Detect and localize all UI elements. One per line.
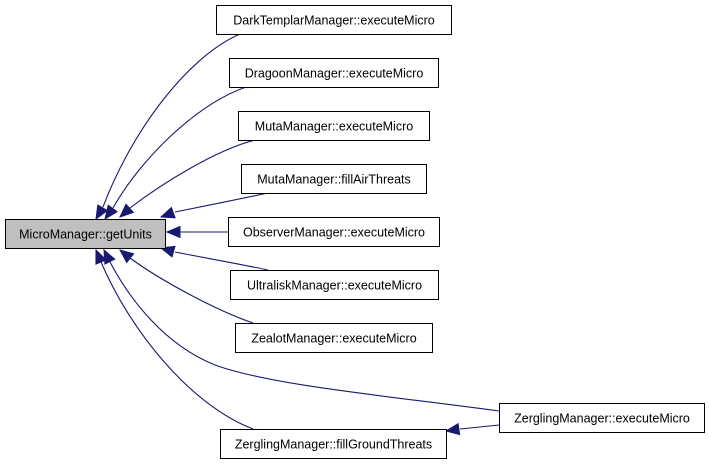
arrowhead-icon — [104, 204, 118, 221]
caller-node[interactable]: UltraliskManager::executeMicro — [230, 270, 439, 300]
edge-n6-to-root — [159, 245, 269, 271]
caller-node[interactable]: ZerglingManager::executeMicro — [499, 403, 705, 433]
arrowhead-icon — [118, 249, 135, 264]
edge-line — [109, 261, 500, 412]
edge-n8-to-root — [103, 248, 500, 412]
node-box[interactable] — [228, 217, 440, 247]
arrowhead-icon — [95, 204, 109, 221]
edge-line — [174, 251, 269, 271]
node-box[interactable] — [238, 111, 430, 141]
edge-line — [174, 192, 269, 213]
arrowhead-icon — [95, 248, 107, 265]
edge-line — [459, 424, 500, 430]
caller-node[interactable]: ObserverManager::executeMicro — [228, 217, 440, 247]
edge-n2-to-root — [104, 86, 247, 221]
edge-n7-to-root — [118, 249, 254, 324]
node-label: MutaManager::fillAirThreats — [257, 173, 411, 187]
caller-node[interactable]: DarkTemplarManager::executeMicro — [216, 5, 452, 35]
node-label: UltraliskManager::executeMicro — [247, 279, 422, 293]
node-label: DarkTemplarManager::executeMicro — [233, 14, 435, 28]
edge-line — [102, 33, 241, 208]
caller-node[interactable]: ZealotManager::executeMicro — [235, 323, 433, 353]
arrowhead-icon — [444, 422, 461, 436]
caller-node[interactable]: MutaManager::fillAirThreats — [241, 164, 427, 194]
caller-node[interactable]: DragoonManager::executeMicro — [229, 58, 439, 88]
edge-line — [100, 261, 254, 430]
node-box[interactable] — [5, 219, 166, 249]
node-label: ZerglingManager::executeMicro — [514, 412, 690, 426]
arrowhead-icon — [159, 206, 176, 219]
node-label: DragoonManager::executeMicro — [245, 67, 424, 81]
edge-n8-to-n9 — [444, 422, 500, 436]
edge-line — [112, 86, 247, 209]
edge-line — [129, 257, 254, 324]
edge-n1-to-root — [95, 33, 241, 221]
node-box[interactable] — [230, 270, 439, 300]
arrowhead-icon — [119, 203, 135, 218]
edge-line — [129, 139, 256, 209]
edge-n4-to-root — [159, 192, 269, 219]
caller-node[interactable]: MutaManager::executeMicro — [238, 111, 430, 141]
node-box[interactable] — [220, 429, 447, 459]
node-box[interactable] — [229, 58, 439, 88]
root-node[interactable]: MicroManager::getUnits — [5, 219, 166, 249]
node-label: MicroManager::getUnits — [19, 228, 152, 242]
node-label: MutaManager::executeMicro — [255, 120, 413, 134]
node-box[interactable] — [241, 164, 427, 194]
arrowhead-icon — [103, 248, 116, 265]
edge-n9-to-root — [95, 248, 254, 430]
node-label: ObserverManager::executeMicro — [243, 226, 425, 240]
edge-n5-to-root — [165, 225, 228, 239]
node-box[interactable] — [235, 323, 433, 353]
node-label: ZerglingManager::fillGroundThreats — [235, 438, 432, 452]
node-box[interactable] — [499, 403, 705, 433]
arrowhead-icon — [165, 225, 181, 239]
node-box[interactable] — [216, 5, 452, 35]
caller-node[interactable]: ZerglingManager::fillGroundThreats — [220, 429, 447, 459]
edge-n3-to-root — [119, 139, 256, 218]
node-label: ZealotManager::executeMicro — [251, 332, 416, 346]
